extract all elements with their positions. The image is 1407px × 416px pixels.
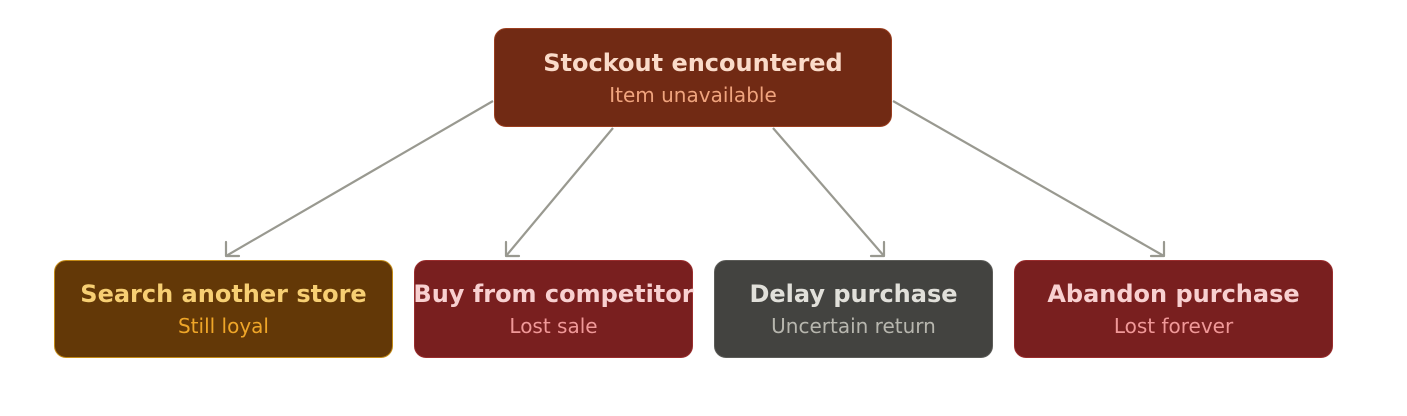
node-subtitle: Lost forever [1113,314,1234,338]
node-search-another-store: Search another store Still loyal [54,260,393,358]
node-title: Buy from competitor [413,280,694,308]
node-title: Delay purchase [749,280,958,308]
node-subtitle: Uncertain return [771,314,936,338]
node-title: Abandon purchase [1047,280,1300,308]
node-title: Stockout encountered [543,48,843,77]
edge-root-to-buy [504,127,614,258]
edge-root-to-abandon [892,100,1166,258]
edge-root-to-delay [772,127,886,258]
node-subtitle: Lost sale [509,314,598,338]
node-delay-purchase: Delay purchase Uncertain return [714,260,993,358]
node-subtitle: Item unavailable [609,82,777,107]
node-stockout-encountered: Stockout encountered Item unavailable [494,28,892,127]
node-abandon-purchase: Abandon purchase Lost forever [1014,260,1333,358]
node-subtitle: Still loyal [177,314,269,338]
node-buy-from-competitor: Buy from competitor Lost sale [413,260,694,358]
edge-root-to-search [224,100,494,258]
node-title: Search another store [80,280,367,308]
